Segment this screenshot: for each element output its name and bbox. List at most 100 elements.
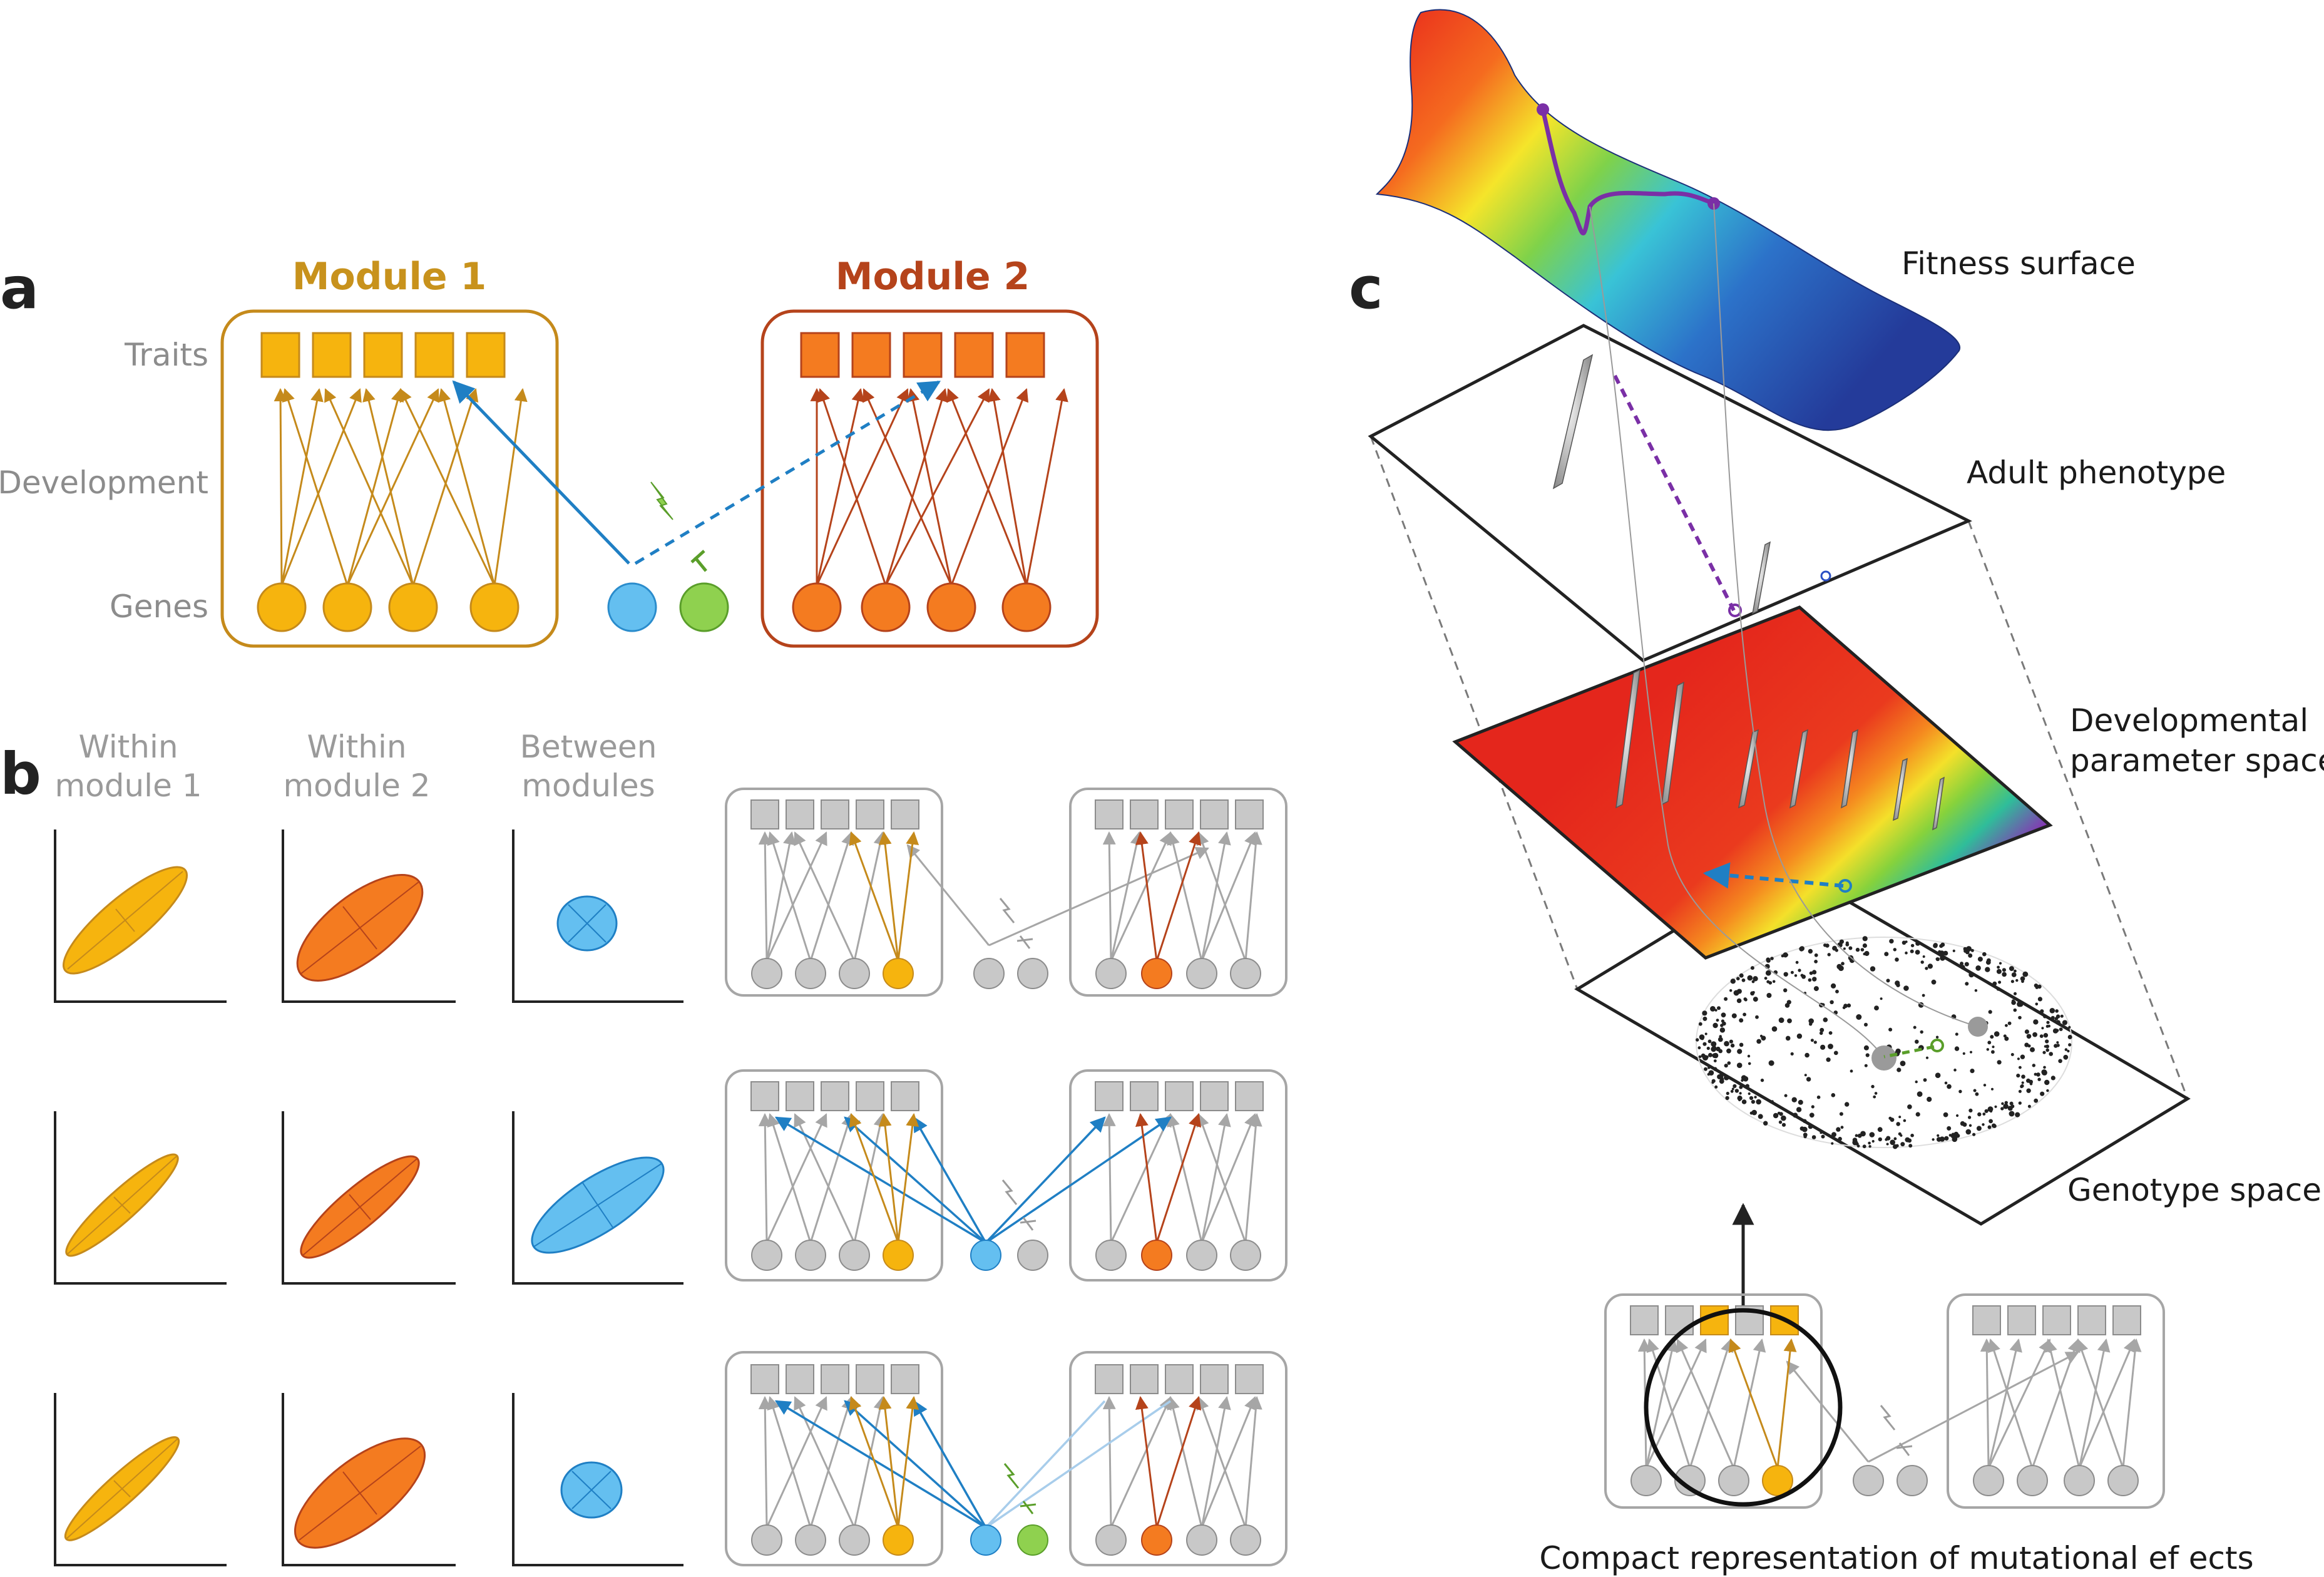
genotype-node: [2003, 1034, 2007, 1038]
genotype-node: [1745, 1084, 1749, 1089]
genotype-node: [2046, 1020, 2050, 1024]
genotype-node: [1748, 1062, 1751, 1066]
genotype-node: [1915, 1080, 1918, 1084]
genotype-node: [2003, 1103, 2009, 1109]
module1-arrows: [274, 388, 528, 586]
genotype-node: [1793, 1112, 1798, 1118]
genotype-node: [1925, 967, 1928, 970]
genotype-node: [2007, 1021, 2012, 1025]
genotype-node: [1960, 1121, 1965, 1126]
genotype-node: [1799, 946, 1805, 951]
genotype-node: [1697, 1046, 1701, 1050]
col2-header-line2: module 2: [283, 768, 430, 804]
genotype-node: [2058, 1059, 2062, 1064]
genotype-node: [1798, 1099, 1803, 1105]
genotype-node: [1963, 947, 1967, 951]
genotype-node: [1855, 1134, 1858, 1138]
pleiotropic-gene-blue: [607, 582, 657, 632]
genotype-node: [1968, 1116, 1972, 1119]
adult-bone-small: [1751, 541, 1771, 615]
genotype-node: [1827, 953, 1831, 957]
genotype-node: [1724, 997, 1728, 1001]
inhibition-bar: [690, 550, 707, 572]
genotype-node: [2005, 1024, 2008, 1027]
genotype-node: [1726, 1048, 1731, 1054]
genotype-node: [2055, 1009, 2059, 1013]
genotype-node: [1920, 960, 1924, 964]
trait-square: [851, 332, 891, 378]
genotype-node: [1935, 1035, 1939, 1039]
genotype-node: [1991, 1050, 1995, 1054]
genotype-node: [1730, 979, 1736, 984]
genotype-node: [1814, 953, 1818, 957]
genotype-node: [2020, 1054, 2025, 1059]
panel-a-letter: a: [0, 255, 39, 322]
genotype-node: [2027, 1044, 2031, 1048]
genotype-node: [1717, 1037, 1723, 1042]
genotype-node: [1820, 1044, 1826, 1050]
genotype-node: [1790, 1052, 1794, 1056]
genotype-node: [1798, 968, 1801, 972]
genotype-node: [1814, 960, 1818, 963]
genotype-node: [1910, 1133, 1914, 1138]
network-row2: [725, 1069, 1287, 1282]
plot-row2-col2: [282, 1111, 456, 1285]
genotype-node: [1947, 1126, 1952, 1131]
genotype-node: [2032, 1064, 2035, 1067]
genotype-node: [2067, 1049, 2070, 1053]
genotype-node: [1753, 997, 1758, 1002]
genotype-node: [1773, 1112, 1779, 1119]
genotype-node: [1900, 1061, 1906, 1066]
genotype-node: [1733, 990, 1739, 996]
plot-row1-col2: [282, 830, 456, 1003]
genotype-node: [1895, 980, 1900, 986]
trajectory-start: [1537, 103, 1549, 116]
genotype-node: [1982, 1112, 1986, 1116]
lineage-threads: [1589, 203, 1978, 1059]
genotype-node: [1940, 942, 1945, 947]
genotype-node: [2026, 1034, 2032, 1039]
genotype-node: [2018, 1089, 2022, 1093]
genotype-node: [1997, 965, 2000, 969]
label-adult-phenotype: Adult phenotype: [1967, 455, 2226, 491]
genotype-node: [1810, 1039, 1814, 1042]
genotype-node: [1913, 1025, 1917, 1029]
genotype-node: [1820, 1027, 1825, 1032]
genotype-node: [1968, 953, 1973, 958]
genotype-node: [1864, 1022, 1868, 1027]
genotype-node: [2014, 969, 2017, 973]
genotype-node: [1998, 980, 2002, 984]
genotype-node: [1973, 1089, 1977, 1092]
network-row1: [725, 788, 1287, 997]
genotype-node: [1960, 965, 1965, 970]
genotype-node: [1940, 955, 1945, 961]
genotype-node: [1743, 1012, 1747, 1017]
genotype-node: [1806, 1077, 1811, 1082]
genotype-node: [2045, 1039, 2049, 1044]
genotype-node: [1843, 1004, 1848, 1009]
genotype-node: [2010, 980, 2014, 984]
genotype-node: [1999, 962, 2002, 965]
gene-circle: [861, 582, 911, 632]
genotype-node: [1955, 1134, 1960, 1138]
genotype-node: [2015, 1112, 2020, 1117]
genotype-node: [1855, 947, 1860, 952]
developmental-space-plane: [1452, 605, 2053, 960]
genotype-node: [1947, 1084, 1952, 1089]
genotype-node: [1925, 1056, 1929, 1059]
module2-arrows: [810, 388, 1068, 586]
genotype-node: [1831, 983, 1836, 989]
genotype-node: [1956, 1114, 1959, 1117]
genotype-node: [1915, 950, 1920, 955]
genotype-node: [1729, 989, 1733, 992]
genotype-node: [1907, 1104, 1912, 1109]
genotype-node: [1783, 988, 1788, 993]
genotype-node: [1965, 1129, 1972, 1135]
genotype-node: [2040, 1091, 2045, 1096]
col1-header-line1: Within: [78, 729, 178, 765]
genotype-node: [1783, 972, 1788, 977]
genotype-node: [1813, 1040, 1817, 1044]
genotype-node: [1739, 1018, 1744, 1023]
genotype-node: [1893, 1137, 1897, 1141]
genotype-node: [1962, 1052, 1965, 1055]
